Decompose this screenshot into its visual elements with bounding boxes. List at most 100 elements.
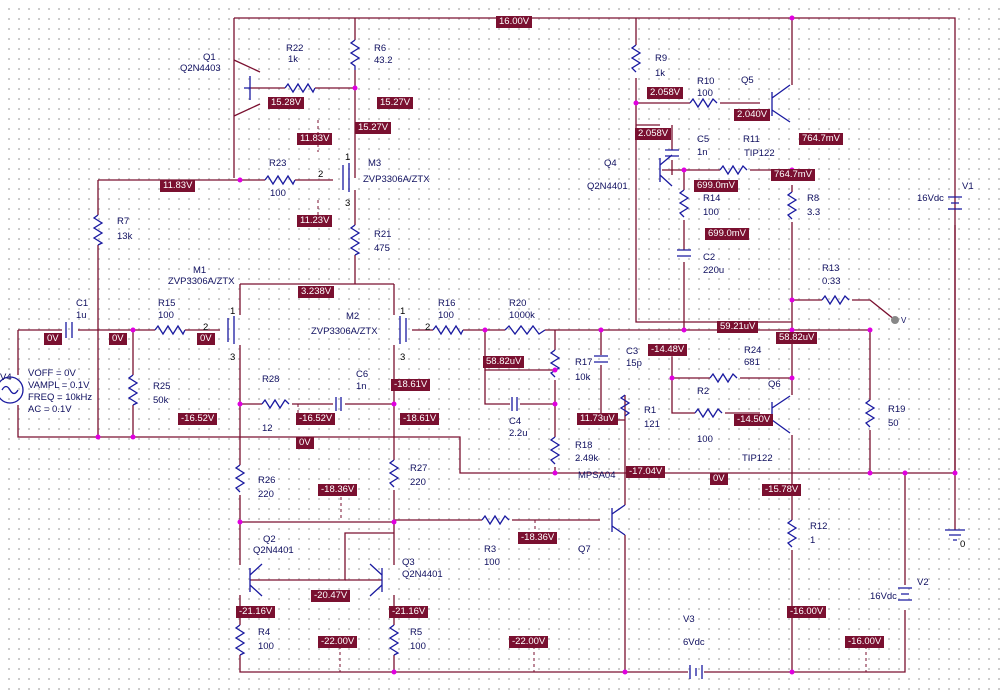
voltage-tag: -16.00V — [845, 636, 885, 648]
c6-value: 1n — [356, 381, 367, 392]
voltage-tag: -21.16V — [389, 606, 429, 618]
r19-ref: R19 — [888, 404, 906, 415]
v2-ref: V2 — [917, 577, 929, 588]
r26-value: 220 — [258, 489, 274, 500]
q6-ref: Q6 — [768, 379, 781, 390]
r4-value: 100 — [258, 641, 274, 652]
voltage-tag: -16.52V — [178, 413, 218, 425]
q2-model: Q2N4401 — [253, 545, 294, 556]
m1-source-pin: 3 — [230, 352, 236, 363]
r23-value: 100 — [270, 188, 286, 199]
voltage-tag: 764.7mV — [799, 133, 844, 145]
voltage-tag: 58.82uV — [776, 332, 818, 344]
voltage-tag: -16.52V — [296, 413, 336, 425]
r4-ref: R4 — [258, 627, 271, 638]
r7-value: 13k — [117, 231, 133, 242]
r13-value: 0.33 — [822, 276, 841, 287]
c5-ref: C5 — [697, 134, 710, 145]
r14-ref: R14 — [703, 193, 721, 204]
voltage-tag: -18.36V — [318, 484, 358, 496]
m3-drain-pin: 1 — [345, 152, 351, 163]
c1-ref: C1 — [76, 298, 89, 309]
r21-ref: R21 — [374, 229, 392, 240]
ground-label: 0 — [960, 539, 966, 550]
r3-ref: R3 — [484, 544, 497, 555]
voltage-tag: -15.78V — [762, 484, 802, 496]
q4-model: Q2N4401 — [587, 181, 628, 192]
voltage-tag: 11.83V — [160, 180, 196, 192]
r22-ref: R22 — [286, 43, 304, 54]
r20-ref: R20 — [509, 298, 527, 309]
c5-value: 1n — [697, 147, 708, 158]
m1-drain-pin: 1 — [230, 306, 236, 317]
voltage-tag: 0V — [710, 473, 728, 485]
voltage-tag: -17.04V — [626, 466, 666, 478]
v4-ac: AC = 0.1V — [28, 404, 72, 415]
c6-ref: C6 — [356, 369, 369, 380]
v4-voff: VOFF = 0V — [28, 368, 76, 379]
q5-model: TIP122 — [744, 148, 775, 159]
voltage-tag: -14.48V — [648, 344, 688, 356]
v4-freq: FREQ = 10kHz — [28, 392, 93, 403]
r2-ref: R2 — [697, 386, 710, 397]
q2-ref: Q2 — [263, 534, 276, 545]
q7-ref: Q7 — [578, 544, 591, 555]
voltage-tag: -21.16V — [236, 606, 276, 618]
r10-value: 100 — [697, 88, 713, 99]
r12-value: 1 — [810, 535, 816, 546]
voltage-tag: -16.00V — [787, 606, 827, 618]
m2-model: ZVP3306A/ZTX — [311, 326, 378, 337]
r25-value: 50k — [153, 395, 169, 406]
r27-ref: R27 — [410, 463, 428, 474]
q1-model: Q2N4403 — [180, 63, 221, 74]
r8-value: 3.3 — [807, 207, 821, 218]
q6-model: TIP122 — [742, 453, 773, 464]
m2-gate-pin: 2 — [425, 322, 431, 333]
r1-value: 121 — [644, 419, 660, 430]
c2-value: 220u — [703, 265, 725, 276]
probe-label: V — [901, 316, 907, 325]
v3-value: 6Vdc — [683, 637, 705, 648]
c3-ref: C3 — [626, 346, 639, 357]
r8-ref: R8 — [807, 193, 820, 204]
r6-value: 43.2 — [374, 55, 393, 66]
voltage-tag: -14.50V — [734, 414, 774, 426]
r11-ref: R11 — [743, 134, 760, 145]
r1-ref: R1 — [644, 405, 657, 416]
r5-value: 100 — [410, 641, 426, 652]
voltage-tag: 699.0mV — [705, 228, 750, 240]
c3-value: 15p — [626, 358, 642, 369]
r10-ref: R10 — [697, 76, 715, 87]
r17-value: 10k — [575, 372, 591, 383]
voltage-tag: 11.83V — [297, 133, 333, 145]
q4-ref: Q4 — [604, 158, 617, 169]
r20-value: 1000k — [509, 310, 535, 321]
r21-value: 475 — [374, 243, 390, 254]
m2-drain-pin: 1 — [400, 306, 406, 317]
r26-ref: R26 — [258, 475, 276, 486]
voltage-tag: 15.27V — [355, 122, 392, 134]
voltage-tag: 699.0mV — [694, 180, 739, 192]
q3-model: Q2N4401 — [402, 569, 443, 580]
m3-model: ZVP3306A/ZTX — [363, 174, 430, 185]
r6-ref: R6 — [374, 43, 387, 54]
voltage-tag: 764.7mV — [771, 169, 816, 181]
r9-value: 1k — [655, 68, 666, 79]
q7-model: MPSA04 — [578, 470, 616, 481]
q3-ref: Q3 — [402, 557, 415, 568]
v4-vampl: VAMPL = 0.1V — [28, 380, 90, 391]
c1-value: 1u — [76, 310, 87, 321]
m1-ref: M1 — [193, 265, 207, 276]
voltage-tag: -18.61V — [391, 379, 431, 391]
r17-ref: R17 — [575, 357, 593, 368]
r23-ref: R23 — [269, 158, 287, 169]
r9-ref: R9 — [655, 53, 668, 64]
voltage-tag: 0V — [109, 333, 127, 345]
r18-ref: R18 — [575, 440, 593, 451]
c4-value: 2.2u — [509, 428, 528, 439]
voltage-tag: 2.058V — [647, 87, 684, 99]
voltage-tag: 2.058V — [635, 128, 672, 140]
r15-value: 100 — [158, 310, 174, 321]
